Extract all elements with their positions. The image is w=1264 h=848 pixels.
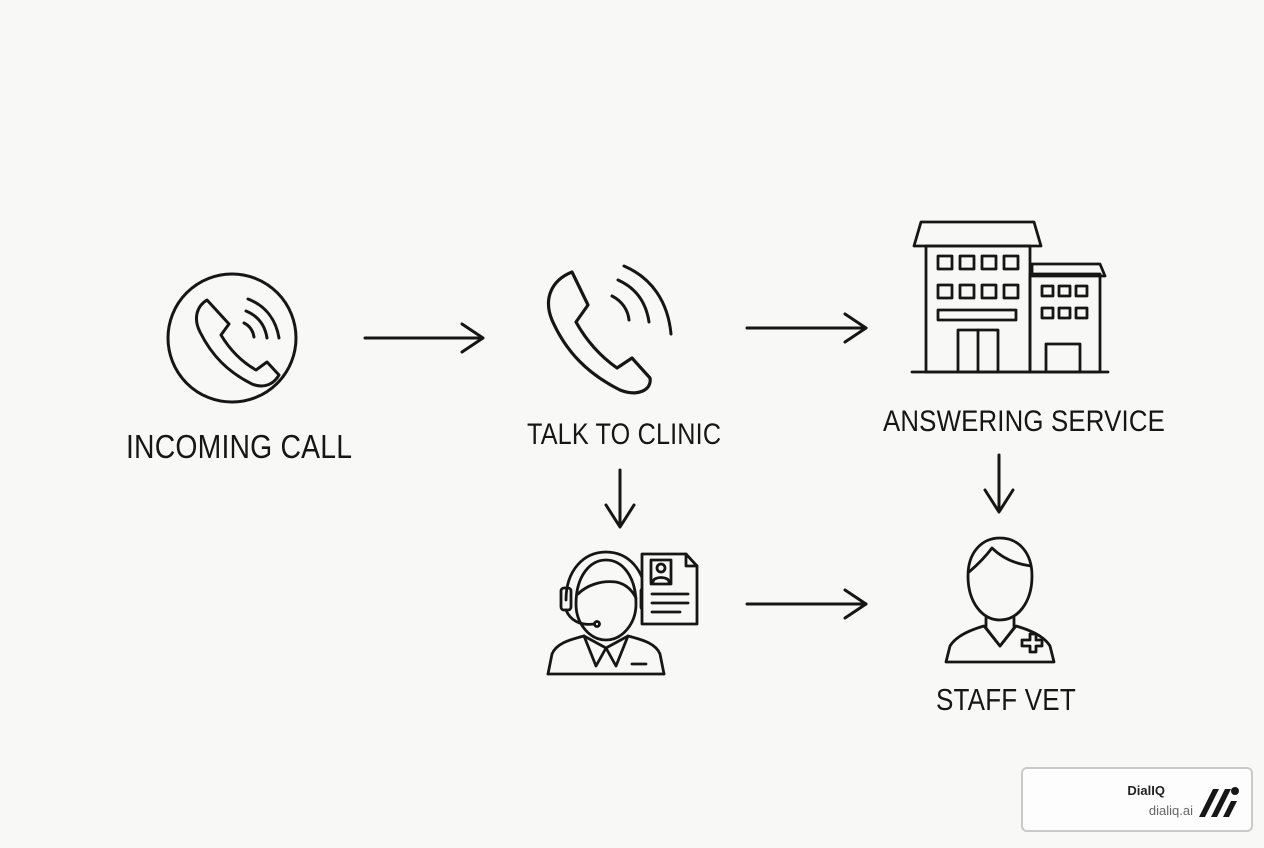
node-label-answering-service: ANSWERING SERVICE [883, 405, 1166, 438]
node-label-incoming-call: INCOMING CALL [126, 428, 353, 465]
arrow-answering-to-vet [983, 453, 1015, 514]
arrow-receptionist-to-vet [745, 588, 868, 620]
building-icon [910, 220, 1110, 374]
phone-circle-icon [166, 272, 298, 404]
brand-name: DialIQ [1127, 783, 1165, 798]
dialiq-logo-icon [1199, 787, 1239, 817]
node-label-staff-vet: STAFF VET [936, 682, 1076, 717]
vet-icon [944, 536, 1056, 664]
phone-icon [546, 264, 673, 395]
arrow-incoming-to-talk [363, 322, 485, 354]
arrow-talk-to-answering [745, 312, 868, 344]
branding-badge: DialIQ dialiq.ai [1021, 767, 1253, 832]
node-label-talk-to-clinic: TALK TO CLINIC [527, 418, 722, 451]
receptionist-headset-icon [546, 550, 699, 676]
brand-url: dialiq.ai [1148, 803, 1193, 818]
arrow-talk-to-receptionist [604, 468, 636, 529]
